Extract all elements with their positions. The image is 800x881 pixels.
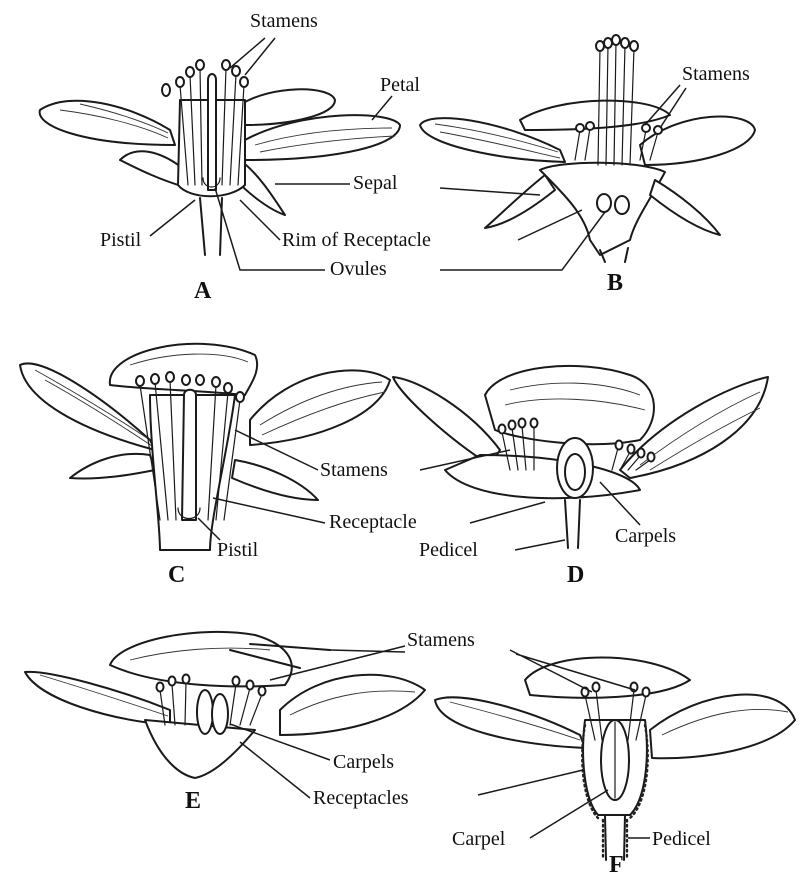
figure-f-right-petal: [650, 695, 795, 759]
figure-c-receptacle-label: Receptacle: [329, 511, 417, 533]
figure-b-letter: B: [607, 270, 623, 296]
figure-e-right-petal: [280, 675, 425, 735]
figure-b-sepal-right: [650, 180, 720, 235]
figure-d-pedicel: [565, 500, 580, 548]
figure-e-stamens-label: Stamens: [407, 629, 475, 651]
figure-c-right-petal: [250, 370, 390, 445]
figure-a-ovules-label: Ovules: [330, 258, 387, 280]
figure-a-sepal-label: Sepal: [353, 172, 398, 194]
figure-a-letter: A: [194, 278, 212, 304]
figure-c-letter: C: [168, 562, 185, 588]
figure-d-letter: D: [567, 562, 584, 588]
figure-e-left-petal: [25, 672, 170, 725]
figure-c-stamens-label: Stamens: [320, 459, 388, 481]
figure-a: [40, 60, 400, 255]
figure-d-hood: [485, 366, 654, 444]
figure-f-letter: F: [609, 852, 624, 876]
figure-e-letter: E: [185, 788, 201, 814]
figure-a-stalk: [200, 198, 222, 255]
figure-e-carpels-label: Carpels: [333, 751, 394, 773]
figure-d-pedicel-label: Pedicel: [419, 539, 478, 561]
figure-d-left-petal: [393, 377, 500, 465]
figure-c-sepal-left: [70, 454, 155, 479]
figure-a-rim-label: Rim of Receptacle: [282, 229, 431, 251]
figure-f-pedicel-label: Pedicel: [652, 828, 711, 850]
figure-a-petal-label: Petal: [380, 74, 420, 96]
figure-b-stamens-label: Stamens: [682, 63, 750, 85]
figure-d-carpels-label: Carpels: [615, 525, 676, 547]
figure-c-pistil: [182, 390, 196, 520]
figure-a-stamens-label: Stamens: [250, 10, 318, 32]
figure-f-carpel-label: Carpel: [452, 828, 506, 850]
figure-b-right-petal: [640, 116, 755, 165]
figure-f-left-petal: [435, 697, 585, 748]
figure-b-sepal-left: [485, 175, 555, 228]
figure-a-pistil-label: Pistil: [100, 229, 142, 251]
figure-d-cup: [445, 455, 640, 498]
figure-c-hood: [110, 344, 257, 395]
figure-c-sepal-right: [232, 460, 318, 500]
figure-e-receptacles-label: Receptacles: [313, 787, 409, 809]
figure-d: [393, 366, 768, 548]
figure-a-left-petal: [40, 101, 175, 145]
figure-c-pistil-label: Pistil: [217, 539, 259, 561]
figure-a-pistil: [208, 74, 216, 190]
